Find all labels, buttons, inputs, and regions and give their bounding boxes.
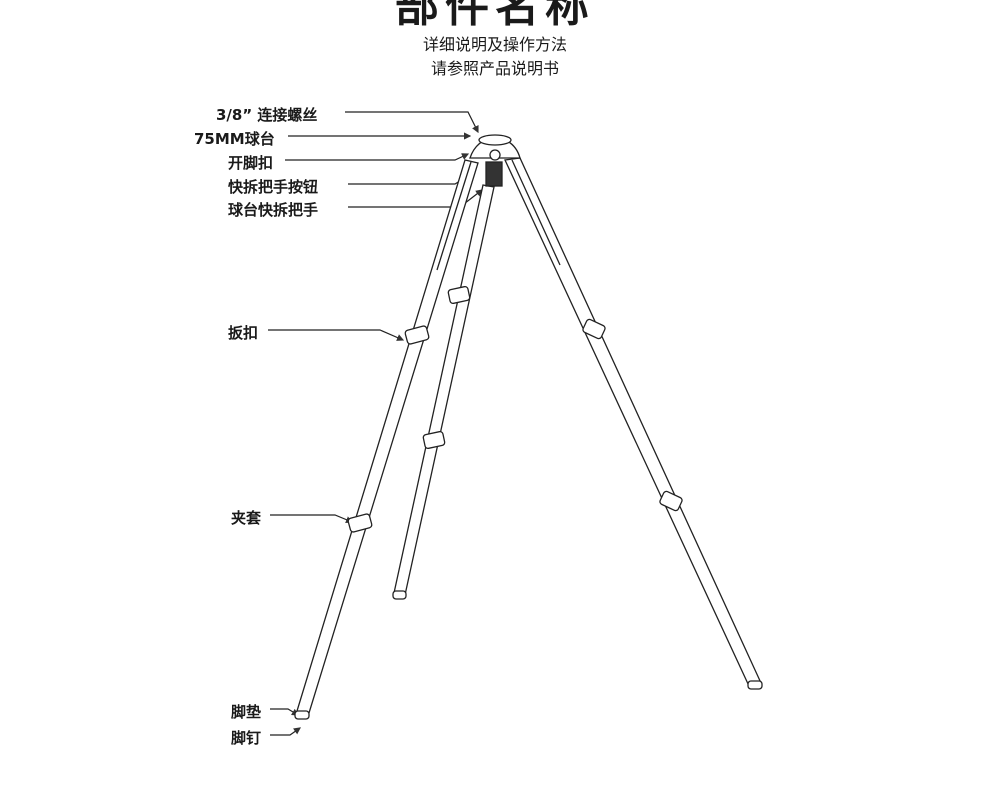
label-collar: 夹套: [231, 509, 262, 527]
subtitle-line-2: 请参照产品说明书: [430, 59, 559, 78]
label-screw: 3/8” 连接螺丝: [216, 106, 318, 124]
label-ball-head: 75MM球台: [194, 130, 275, 148]
label-release-button: 快拆把手按钮: [228, 178, 319, 196]
leader-lines: [268, 111, 483, 736]
label-release-handle: 球台快拆把手: [228, 201, 319, 219]
clamps: [347, 285, 683, 533]
label-leg-lock: 开脚扣: [228, 154, 274, 172]
subtitle-line-1: 详细说明及操作方法: [422, 35, 567, 54]
feet: [294, 590, 763, 720]
left-leg: [296, 159, 479, 714]
label-foot-pad: 脚垫: [231, 703, 262, 721]
ball-head: [469, 134, 521, 187]
right-leg: [504, 157, 762, 687]
page-title: 部件名称: [395, 0, 595, 32]
label-foot-spike: 脚钉: [231, 729, 262, 747]
label-flip-lock: 扳扣: [228, 324, 259, 342]
